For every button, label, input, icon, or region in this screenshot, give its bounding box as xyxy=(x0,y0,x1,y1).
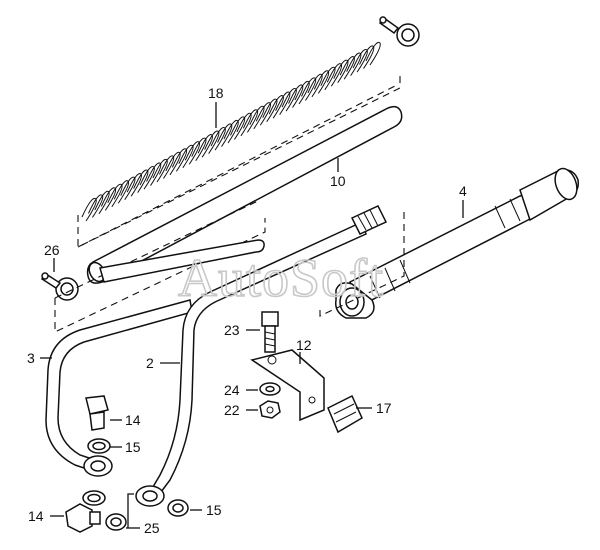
bracket-part-12 xyxy=(250,349,325,422)
seal-washer-lower-left xyxy=(82,490,106,506)
dashed-outline-hose xyxy=(319,208,405,317)
seal-washer-part-15-upper xyxy=(87,438,111,454)
clamp-part-26 xyxy=(40,272,79,301)
clip-part-17 xyxy=(327,394,363,434)
label-25: 25 xyxy=(144,520,160,536)
label-26: 26 xyxy=(44,242,60,258)
label-14-lower: 14 xyxy=(28,508,44,524)
watermark-text: AutoSoft xyxy=(178,248,384,308)
seal-washer-part-25 xyxy=(105,513,127,531)
seal-washer-part-15-lower xyxy=(167,499,189,517)
hose-part-4 xyxy=(334,167,580,319)
label-2: 2 xyxy=(146,355,154,371)
dashed-outline-upper xyxy=(77,72,401,248)
washer-part-24 xyxy=(259,382,281,396)
pipe-part-2 xyxy=(135,205,388,507)
tube-short xyxy=(99,239,265,283)
clamp-top xyxy=(378,16,420,47)
label-14-upper: 14 xyxy=(125,412,141,428)
label-23: 23 xyxy=(224,322,240,338)
dashed-outline-lower xyxy=(54,199,266,333)
label-3: 3 xyxy=(27,350,35,366)
label-4: 4 xyxy=(459,183,467,199)
label-18: 18 xyxy=(208,85,224,101)
label-17: 17 xyxy=(376,400,392,416)
leader-lines xyxy=(40,102,464,529)
spring-part-18 xyxy=(81,41,381,222)
label-15-lower: 15 xyxy=(206,502,222,518)
banjo-bolt-part-14-upper xyxy=(85,395,109,431)
label-10: 10 xyxy=(330,173,346,189)
bolt-part-23 xyxy=(261,311,279,353)
label-24: 24 xyxy=(224,382,240,398)
label-22: 22 xyxy=(224,402,240,418)
tube-part-10 xyxy=(86,105,403,284)
pipe-part-3 xyxy=(45,299,193,477)
nut-part-22 xyxy=(259,400,281,419)
label-12: 12 xyxy=(296,337,312,353)
callout-labels: 18 10 4 26 3 2 23 12 24 22 17 14 15 14 2… xyxy=(27,85,467,536)
label-15-upper: 15 xyxy=(125,439,141,455)
banjo-bolt-part-14-lower xyxy=(65,503,101,533)
